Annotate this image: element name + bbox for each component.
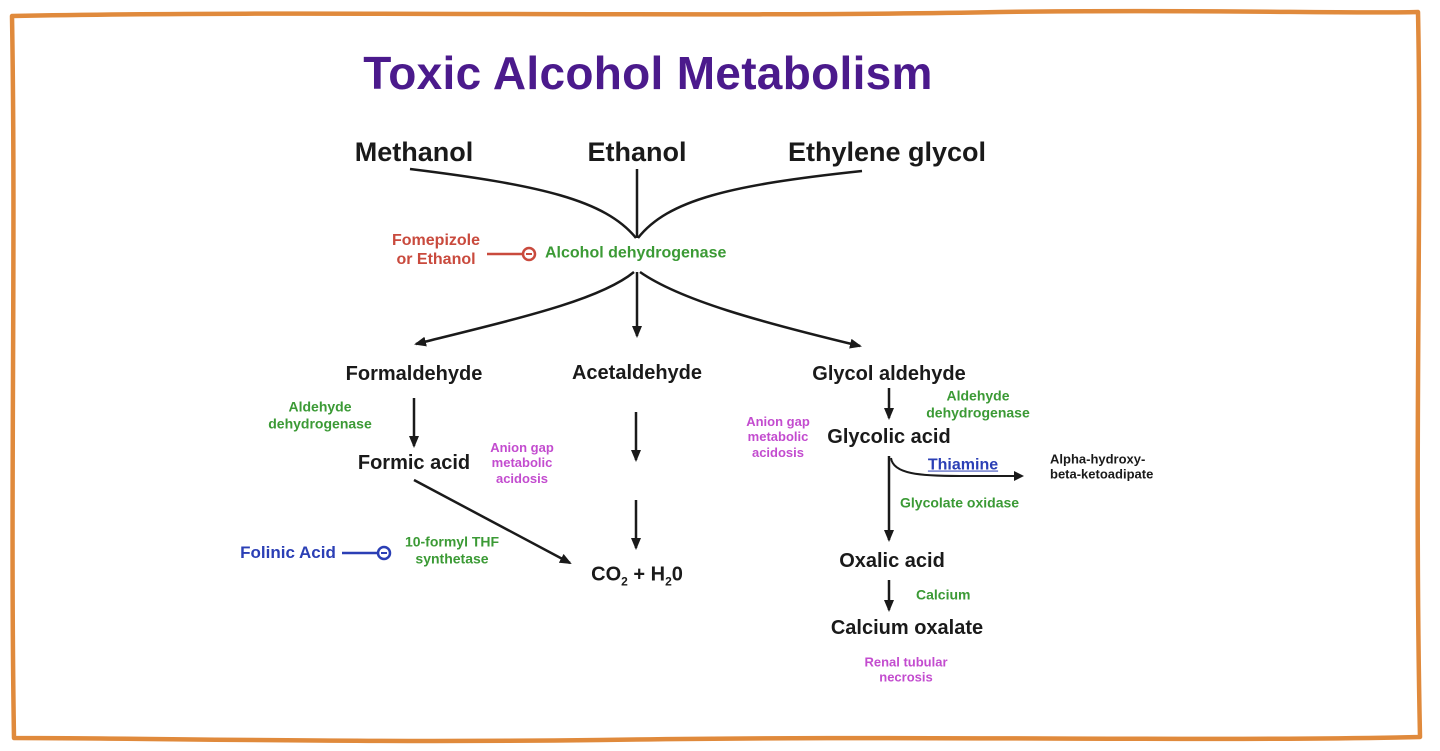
product-calcium-oxalate: Calcium oxalate xyxy=(830,617,984,640)
end-product-co2-h2o: CO2 + H20 xyxy=(591,563,683,589)
substrate-methanol: Methanol xyxy=(354,137,474,168)
page-title: Toxic Alcohol Metabolism xyxy=(363,46,933,99)
arrow-to-formaldehyde xyxy=(414,271,635,347)
enzyme-aldehyde-dehydrogenase-glycol: Aldehyde dehydrogenase xyxy=(926,387,1030,420)
cofactor-thiamine: Thiamine xyxy=(927,456,999,474)
inhibitor-folinic-acid: Folinic Acid xyxy=(240,542,336,562)
product-oxalic-acid: Oxalic acid xyxy=(839,550,945,573)
substrate-ethanol: Ethanol xyxy=(587,137,687,168)
cofactor-calcium: Calcium xyxy=(916,586,971,603)
condition-renal-tubular-necrosis: Renal tubular necrosis xyxy=(864,654,948,685)
intermediate-acetaldehyde: Acetaldehyde xyxy=(571,362,703,385)
arrow-formic-to-co2 xyxy=(413,478,572,565)
methanol-connector xyxy=(409,167,637,239)
side-product-alpha-hydroxy-beta-ketoadipate: Alpha-hydroxy- beta-ketoadipate xyxy=(1050,451,1154,482)
antidote-line1: Fomepizole xyxy=(391,232,481,250)
substrate-ethylene-glycol: Ethylene glycol xyxy=(787,137,987,168)
antidote-line2: or Ethanol xyxy=(396,251,476,268)
condition-anion-gap-methanol: Anion gap metabolic acidosis xyxy=(490,440,554,486)
product-formic-acid: Formic acid xyxy=(357,452,471,475)
enzyme-10-formyl-thf-synthetase: 10-formyl THF synthetase xyxy=(404,533,500,566)
glycol-connector xyxy=(637,169,863,239)
arrow-to-glycol-aldehyde xyxy=(639,270,862,349)
enzyme-alcohol-dehydrogenase: Alcohol dehydrogenase xyxy=(545,244,727,262)
intermediate-formaldehyde: Formaldehyde xyxy=(345,363,483,386)
enzyme-glycolate-oxidase: Glycolate oxidase xyxy=(900,494,1020,511)
condition-anion-gap-glycol: Anion gap metabolic acidosis xyxy=(746,414,810,460)
arrow-thiamine-branch xyxy=(890,457,1024,481)
frame-border xyxy=(9,8,1423,744)
antidote-label: Fomepizole or Ethanol xyxy=(392,232,480,270)
product-glycolic-acid: Glycolic acid xyxy=(827,426,951,449)
intermediate-glycol-aldehyde: Glycol aldehyde xyxy=(812,363,966,386)
enzyme-aldehyde-dehydrogenase-methanol: Aldehyde dehydrogenase xyxy=(268,398,372,431)
